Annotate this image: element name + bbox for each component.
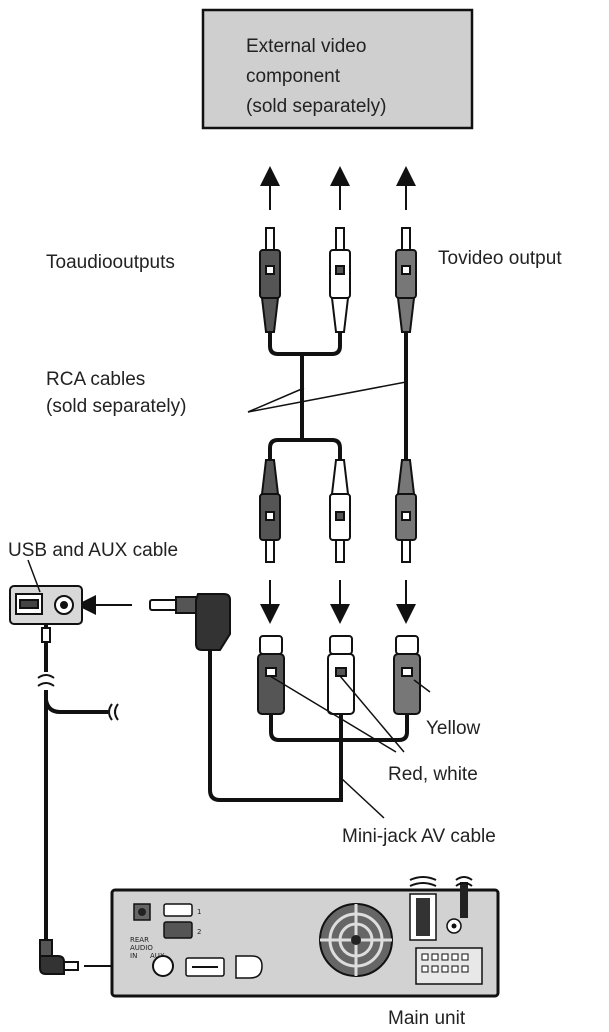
red-white-label: Red, white bbox=[388, 764, 478, 785]
leader-lines bbox=[247, 381, 431, 819]
main-unit-label: Main unit bbox=[388, 1008, 466, 1029]
lower-rca-plug-white bbox=[329, 459, 351, 563]
main-unit: 1 2 REAR AUDIO IN AUX bbox=[110, 876, 500, 998]
lower-rca-plug-yellow bbox=[395, 459, 417, 563]
rear-audio-label-line2: AUDIO bbox=[130, 944, 153, 952]
component-label-line3: (sold separately) bbox=[246, 96, 386, 117]
downward-arrows bbox=[260, 580, 416, 624]
lower-rca-plug-red bbox=[259, 459, 281, 563]
rear-audio-label-line1: REAR bbox=[130, 936, 149, 944]
port-label-2: 2 bbox=[197, 928, 201, 936]
rear-audio-jack bbox=[152, 955, 174, 977]
rca-cables bbox=[268, 332, 408, 460]
unit-antenna-port bbox=[235, 955, 263, 979]
top-rca-plug-white bbox=[329, 227, 351, 333]
rca-cables-label-line2: (sold separately) bbox=[46, 396, 186, 417]
av-jack-yellow bbox=[393, 635, 421, 715]
to-audio-outputs-label: Toaudiooutputs bbox=[46, 252, 175, 273]
usb-aux-label-leader bbox=[27, 559, 41, 593]
top-rca-plug-red bbox=[259, 227, 281, 333]
yellow-label: Yellow bbox=[426, 718, 481, 739]
usb-aux-cable-label: USB and AUX cable bbox=[8, 540, 178, 561]
component-label-line2: component bbox=[246, 66, 341, 87]
cable-break-marks bbox=[37, 674, 119, 721]
aux-small-label: AUX bbox=[150, 952, 165, 960]
rear-audio-label-line3: IN bbox=[130, 952, 137, 960]
usb-aux-connector-box bbox=[9, 585, 83, 625]
external-video-component: External video component (sold separatel… bbox=[201, 8, 474, 130]
av-jack-white bbox=[327, 635, 355, 715]
cable-strain-relief bbox=[41, 627, 51, 643]
mini-jack-av-cable bbox=[208, 650, 409, 802]
mini-jack-plug bbox=[149, 593, 231, 651]
av-jack-red bbox=[257, 635, 285, 715]
top-rca-plug-yellow bbox=[395, 227, 417, 333]
port-label-1: 1 bbox=[197, 908, 201, 916]
to-video-output-label: Tovideo output bbox=[438, 248, 562, 269]
component-label-line1: External video bbox=[246, 36, 366, 57]
rca-cables-label-line1: RCA cables bbox=[46, 369, 145, 390]
cooling-fan-icon bbox=[319, 903, 393, 977]
mini-jack-av-cable-label: Mini-jack AV cable bbox=[342, 826, 496, 847]
rear-audio-plug bbox=[39, 939, 79, 975]
upward-arrows bbox=[260, 166, 416, 210]
usb-aux-cable bbox=[44, 624, 108, 940]
